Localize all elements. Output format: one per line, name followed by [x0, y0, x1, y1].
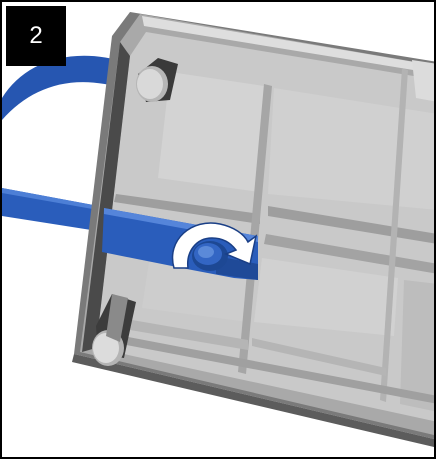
step-number-badge: 2	[6, 6, 66, 66]
strap-left	[2, 188, 104, 232]
screw	[192, 241, 228, 271]
